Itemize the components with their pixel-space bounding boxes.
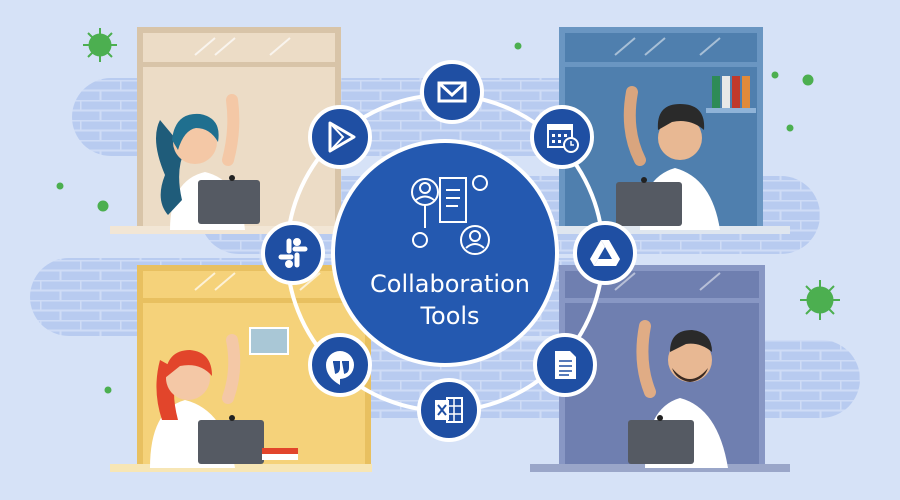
document-icon [555,351,576,379]
tool-hangouts[interactable] [308,333,372,397]
person-bottom-right [628,320,728,468]
virus-icon [786,124,794,132]
virus-icon [104,386,112,394]
tool-document[interactable] [533,333,597,397]
excel-icon [435,397,463,423]
virus-icon [514,42,522,50]
tool-google-drive[interactable] [573,221,637,285]
tool-excel[interactable] [417,378,481,442]
hub-title-line2: Tools [419,302,479,330]
virus-icon [802,74,814,86]
tool-gmail[interactable] [420,60,484,124]
hangouts-icon [326,351,354,385]
virus-decorations [56,28,840,394]
virus-icon [83,28,117,62]
tool-calendar[interactable] [530,105,594,169]
collaboration-icon [411,175,490,255]
person-top-left [156,94,260,230]
virus-icon [771,71,779,79]
window-top-right [540,27,790,234]
slack-icon [278,238,308,268]
tool-slack[interactable] [261,221,325,285]
tool-google-play[interactable] [308,105,372,169]
virus-icon [97,200,109,212]
hub-title-line1: Collaboration [370,270,530,298]
virus-icon [800,280,840,320]
person-bottom-left [150,334,298,468]
google-drive-icon [590,240,620,266]
virus-icon [56,182,64,190]
google-play-icon [328,121,356,153]
gmail-icon [437,81,467,103]
hub: Collaboration Tools [331,139,559,367]
calendar-icon [547,124,579,153]
person-top-right [616,86,720,230]
